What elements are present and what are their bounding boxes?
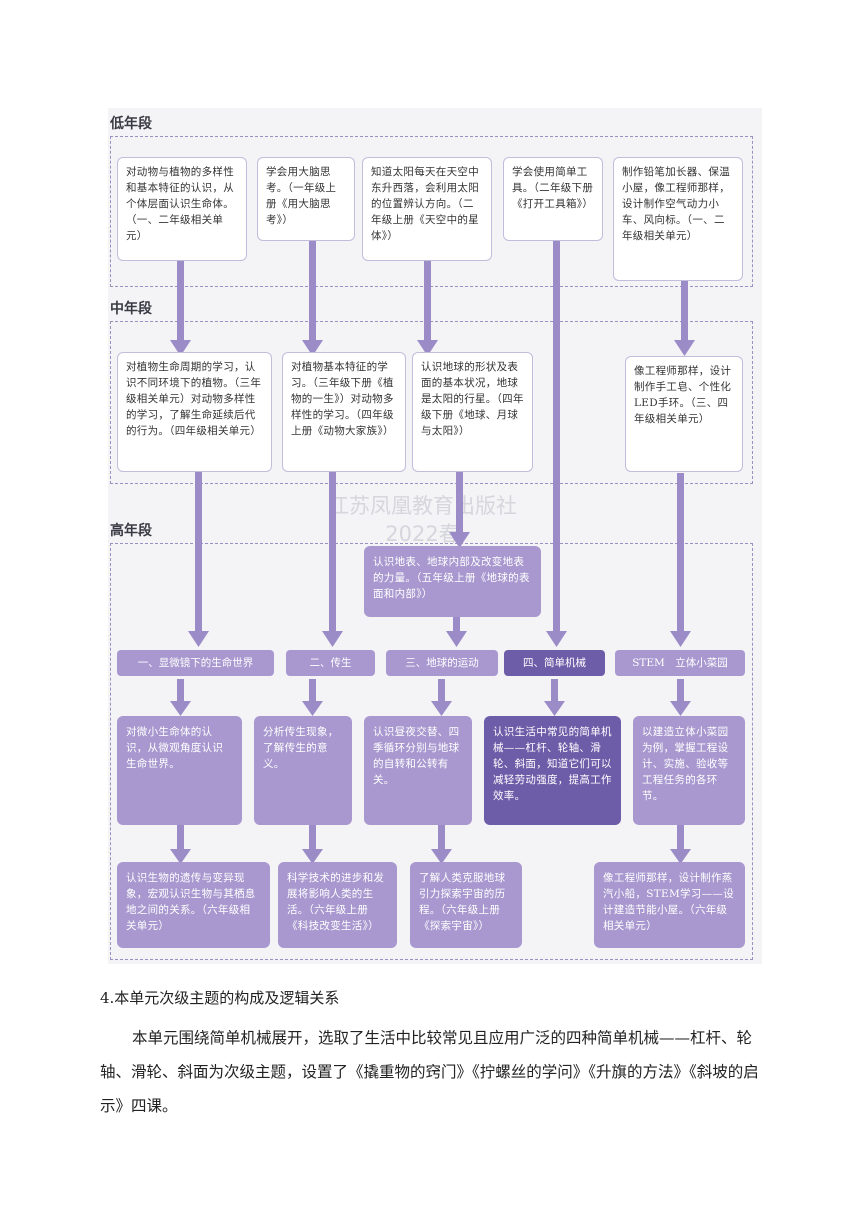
- high-box-day-night: 认识昼夜交替、四季循环分别与地球的自转和公转有关。: [364, 716, 472, 825]
- bottom-box-technology: 科学技术的进步和发展将影响人类的生活。（六年级上册《科技改变生活》）: [278, 862, 397, 948]
- low-box-life-diversity: 对动物与植物的多样性和基本特征的认识，从个体层面认识生命体。（一、二年级相关单元…: [117, 157, 247, 261]
- bottom-box-steam-boat: 像工程师那样，设计制作蒸汽小船，STEM学习——设计建造节能小屋。（六年级相关单…: [594, 862, 745, 948]
- body-paragraph: 本单元围绕简单机械展开，选取了生活中比较常见且应用广泛的四种简单机械——杠杆、轮…: [100, 1029, 759, 1115]
- bottom-box-heredity: 认识生物的遗传与变异现象，宏观认识生物与其栖息地之间的关系。（六年级相关单元）: [117, 862, 270, 948]
- high-box-micro-life: 对微小生命体的认识，从微观角度认识生命世界。: [117, 716, 242, 825]
- high-box-simple-machines: 认识生活中常见的简单机械——杠杆、轮轴、滑轮、斜面，知道它们可以减轻劳动强度，提…: [484, 716, 621, 825]
- bottom-box-universe: 了解人类克服地球引力探索宇宙的历程。（六年级上册《探索宇宙》）: [410, 862, 522, 948]
- section-frame-low: [110, 136, 753, 287]
- mid-box-plant-features: 对植物基本特征的学习。（三年级下册《植物的一生》）对动物多样性的学习。（四年级上…: [282, 352, 406, 472]
- high-box-garden: 以建造立体小菜园为例，掌握工程设计、实施、验收等工程任务的各环节。: [633, 716, 745, 825]
- mid-box-plants-animals: 对植物生命周期的学习，认识不同环境下的植物。（三年级相关单元）对动物多样性的学习…: [117, 352, 272, 472]
- low-box-tools: 学会使用简单工具。（二年级下册《打开工具箱》）: [503, 157, 603, 241]
- high-box-inheritance: 分析传生现象，了解传生的意义。: [254, 716, 352, 825]
- topic-microscope: 一、显微镜下的生命世界: [117, 650, 274, 676]
- mid-box-earth-shape: 认识地球的形状及表面的基本状况，地球是太阳的行星。（四年级下册《地球、月球与太阳…: [412, 352, 533, 472]
- high-box-earth-surface: 认识地表、地球内部及改变地表的力量。（五年级上册《地球的表面和内部》）: [364, 546, 541, 617]
- mid-box-led: 像工程师那样，设计制作手工皂、个性化LED手环。（三、四年级相关单元）: [625, 356, 743, 472]
- low-box-sun: 知道太阳每天在天空中东升西落，会利用太阳的位置辨认方向。（二年级上册《天空中的星…: [362, 157, 492, 261]
- topic-earth-motion: 三、地球的运动: [386, 650, 498, 676]
- topic-inheritance: 二、传生: [286, 650, 375, 676]
- topic-stem-garden: STEM 立体小菜园: [615, 650, 745, 676]
- watermark: 江苏凤凰教育出版社 2022春: [328, 494, 517, 546]
- section-label-low: 低年段: [110, 116, 152, 132]
- section-label-high: 高年段: [110, 523, 152, 539]
- section-frame-mid: [110, 321, 753, 484]
- section-heading: 4.本单元次级主题的构成及逻辑关系: [100, 989, 340, 1007]
- low-box-brain: 学会用大脑思考。（一年级上册《用大脑思考》）: [257, 157, 355, 241]
- section-frame-high: [110, 543, 753, 960]
- low-box-engineering: 制作铅笔加长器、保温小屋，像工程师那样，设计制作空气动力小车、风向标。（一、二年…: [613, 157, 743, 281]
- topic-simple-machines: 四、简单机械: [504, 650, 605, 676]
- section-label-mid: 中年段: [110, 301, 152, 317]
